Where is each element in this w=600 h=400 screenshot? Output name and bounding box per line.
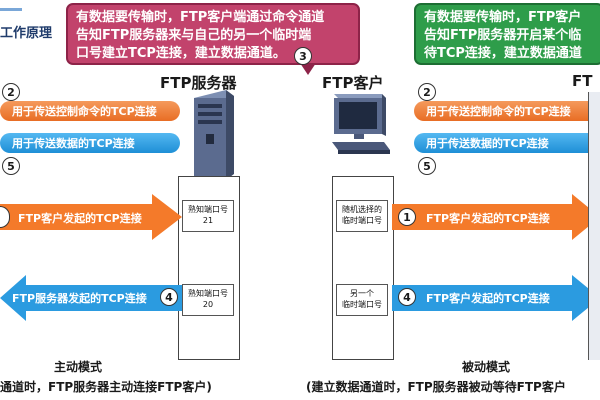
- ftp-client-label: FTP客户: [322, 74, 384, 92]
- active-callout: 有数据要传输时，FTP客户端通过命令通道 告知FTP服务器来与自己的另一个临时端…: [66, 3, 360, 65]
- step-5-circle: 5: [2, 157, 20, 175]
- step-2-circle: 2: [2, 83, 20, 101]
- server-initiated-label: FTP服务器发起的TCP连接: [12, 292, 147, 305]
- passive-step-1-circle: 1: [398, 208, 416, 226]
- server-initiated-arrow: [0, 275, 182, 321]
- callout-line-2: 告知FTP服务器来与自己的另一个临时端: [76, 28, 312, 43]
- passive-client-arrow-top: [392, 194, 600, 240]
- callout-line-3: 口号建立TCP连接，建立数据通道。: [76, 46, 286, 61]
- client-initiated-arrow: [0, 194, 182, 240]
- callout-line-1: 有数据要传输时，FTP客户端通过命令通道: [76, 10, 325, 25]
- passive-callout-line-1: 有数据要传输时，FTP客户: [424, 10, 582, 25]
- passive-arrow-top-label: FTP客户发起的TCP连接: [426, 212, 550, 225]
- active-mode-title: 主动模式: [54, 360, 103, 374]
- port-21-number: 21: [202, 216, 214, 225]
- ftp-server-label-partial: FT: [572, 72, 593, 90]
- passive-mode-title: 被动模式: [462, 360, 511, 374]
- passive-mode-description: (建立数据通道时，FTP服务器被动等待FTP客户: [306, 380, 566, 394]
- client-other-port-box: 另一个 临时端口号: [336, 284, 388, 316]
- passive-arrow-bottom-label: FTP客户发起的TCP连接: [426, 292, 550, 305]
- client-random-port-line-2: 临时端口号: [342, 216, 382, 225]
- client-other-port-line-2: 临时端口号: [342, 300, 382, 309]
- passive-callout: 有数据要传输时，FTP客户 告知FTP服务器开启某个临 待TCP连接，建立数据通…: [414, 3, 600, 65]
- passive-data-tube: 用于传送数据的TCP连接: [414, 133, 600, 153]
- port-21-box: 熟知端口号 21: [182, 200, 234, 232]
- title-accent-bar: [0, 8, 22, 11]
- ftp-server-label: FTP服务器: [160, 74, 237, 92]
- section-title: 工作原理: [0, 26, 53, 41]
- server-tower-icon: [194, 90, 234, 180]
- client-other-port-line-1: 另一个: [350, 289, 374, 298]
- client-computer-icon: [332, 94, 390, 154]
- step-4-circle: 4: [160, 288, 178, 306]
- callout-tail: [300, 63, 316, 75]
- port-21-label: 熟知端口号: [188, 205, 228, 214]
- passive-step-2-circle: 2: [418, 83, 436, 101]
- passive-step-5-circle: 5: [418, 157, 436, 175]
- passive-control-tube: 用于传送控制命令的TCP连接: [414, 101, 600, 121]
- client-initiated-label: FTP客户发起的TCP连接: [18, 212, 142, 225]
- active-mode-description: 通道时，FTP服务器主动连接FTP客户): [0, 380, 212, 394]
- passive-client-arrow-bottom: [392, 275, 600, 321]
- control-connection-tube: 用于传送控制命令的TCP连接: [0, 101, 180, 121]
- passive-callout-line-2: 告知FTP服务器开启某个临: [424, 28, 582, 43]
- server-panel-edge: [588, 92, 600, 360]
- data-connection-tube: 用于传送数据的TCP连接: [0, 133, 180, 153]
- port-20-number: 20: [202, 300, 214, 309]
- port-20-box: 熟知端口号 20: [182, 284, 234, 316]
- client-random-port-line-1: 随机选择的: [342, 205, 382, 214]
- passive-step-4-circle: 4: [398, 288, 416, 306]
- passive-callout-line-3: 待TCP连接，建立数据通道: [424, 46, 582, 61]
- step-3-circle: 3: [294, 47, 312, 65]
- client-random-port-box: 随机选择的 临时端口号: [336, 200, 388, 232]
- port-20-label: 熟知端口号: [188, 289, 228, 298]
